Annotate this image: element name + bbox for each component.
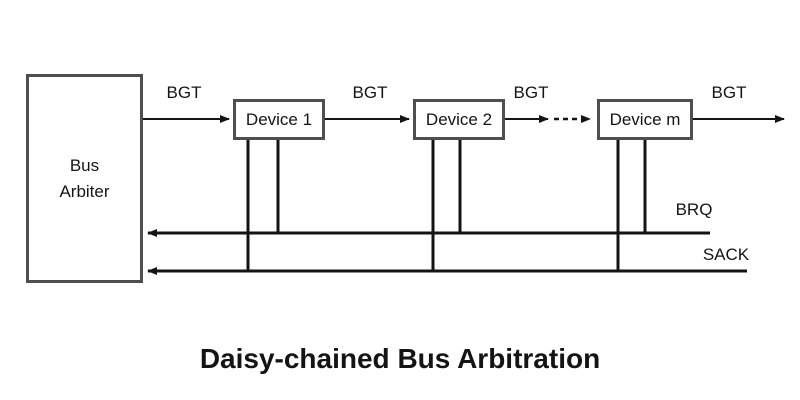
device-m-label: Device m [609, 109, 681, 129]
bus-arbiter-label: Bus Arbiter [59, 153, 109, 205]
device-2-label: Device 2 [425, 109, 493, 129]
device-1-box: Device 1 [233, 99, 325, 140]
brq-label: BRQ [675, 200, 713, 219]
bgt-label-1: BGT [166, 83, 202, 102]
device-1-label: Device 1 [245, 109, 313, 129]
bus-arbiter-label-line1: Bus [69, 155, 100, 175]
bus-arbiter-box: Bus Arbiter [26, 74, 143, 283]
device-m-box: Device m [597, 99, 693, 140]
bgt-label-2: BGT [352, 83, 388, 102]
device-2-box: Device 2 [413, 99, 505, 140]
diagram-title: Daisy-chained Bus Arbitration [199, 343, 601, 374]
sack-label: SACK [702, 245, 750, 264]
bus-arbiter-label-line2: Arbiter [59, 181, 110, 201]
bgt-label-3: BGT [513, 83, 549, 102]
bgt-label-4: BGT [711, 83, 747, 102]
